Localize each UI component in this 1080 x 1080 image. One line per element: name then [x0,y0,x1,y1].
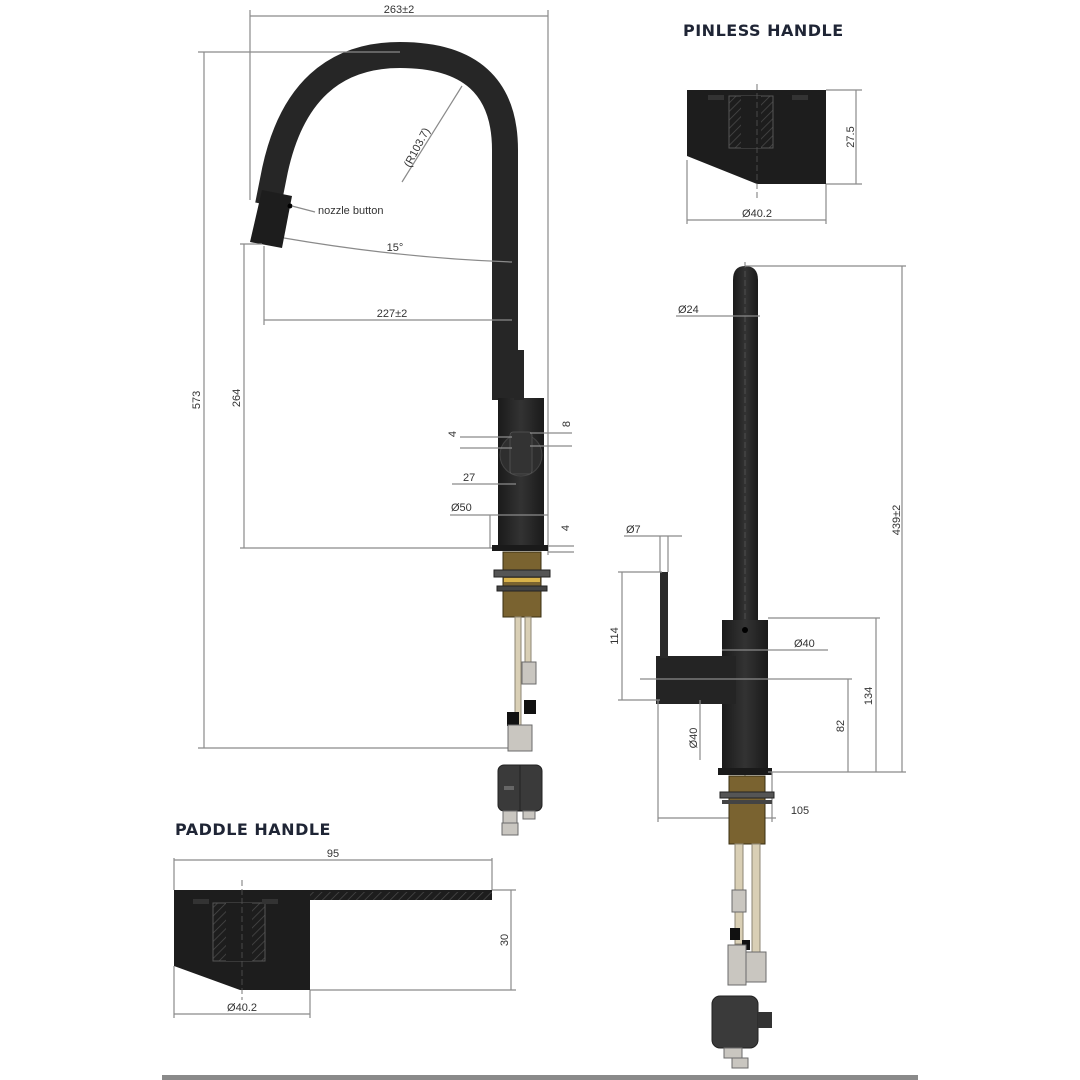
dim-paddle-length: 95 [327,848,339,860]
dim-body-height: 134 [863,687,875,705]
side-view: Ø24 439±2 Ø7 114 Ø40 134 82 Ø40 [609,262,906,1069]
dim-side-overall-height: 439±2 [891,505,903,536]
side-spout [733,266,758,620]
dim-body-diameter: Ø40 [794,638,815,650]
nozzle-button-label: nozzle button [318,205,383,217]
dim-spout-angle: 15° [387,242,404,254]
dim-handle-offset-right: 8 [561,421,573,427]
base-flange [492,545,548,551]
side-hose-right [751,843,761,965]
dim-arc-radius: (R103.7) [402,126,433,169]
side-handle-hub [656,656,736,704]
nozzle-button-icon [287,203,293,209]
dim-spout-height: 264 [231,389,243,407]
dim-paddle-diameter: Ø40.2 [227,1002,257,1014]
dim-handle-reach: 105 [791,805,809,817]
dim-spout-reach: 227±2 [377,308,408,320]
dim-handle-width: 27 [463,472,475,484]
pinless-handle-title: PINLESS HANDLE [683,21,844,40]
dim-overall-height: 573 [191,391,203,409]
dim-pinless-height: 27.5 [845,126,857,147]
dim-base-diameter: Ø50 [451,502,472,514]
paddle-handle-section: PADDLE HANDLE 95 30 Ø40.2 [173,820,516,1018]
dim-pinless-diameter: Ø40.2 [742,208,772,220]
dim-handle-center-height: 82 [835,720,847,732]
side-lever [660,572,668,658]
dim-handle-diameter: Ø40 [688,728,700,749]
side-hose-weight [711,995,759,1049]
spout-gooseneck [255,41,518,400]
dim-lever-height: 114 [609,627,621,645]
footer-rule [162,1075,918,1080]
front-view: 263±2 nozzle button (R103.7) 15° 227±2 5… [191,4,574,836]
side-threaded-shank [728,775,766,845]
pinless-handle-section: PINLESS HANDLE 27.5 Ø40.2 [683,21,862,224]
dim-base-plate: 4 [560,525,572,531]
dim-lever-diameter: Ø7 [626,524,641,536]
paddle-handle-title: PADDLE HANDLE [175,820,331,839]
dim-paddle-height: 30 [499,934,511,946]
pull-out-nozzle [250,190,292,248]
threaded-shank [502,551,542,618]
dim-handle-offset-top: 4 [447,431,459,437]
dim-overall-width: 263±2 [384,4,415,16]
dim-spout-diameter: Ø24 [678,304,699,316]
